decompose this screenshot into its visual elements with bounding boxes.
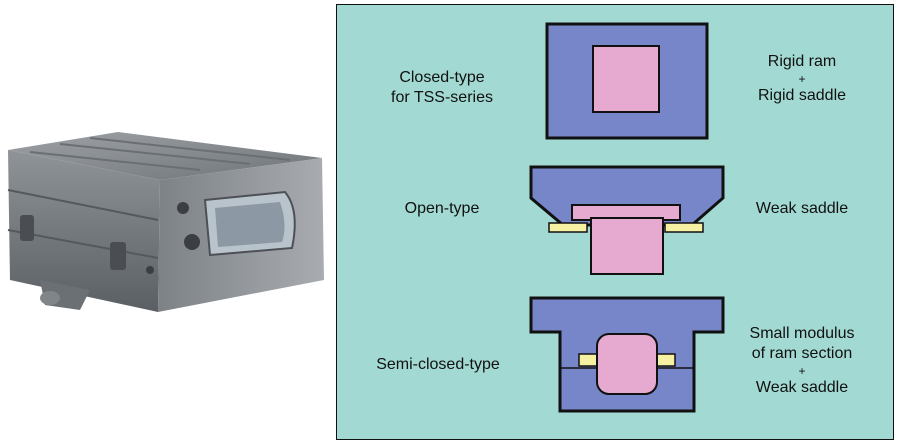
- open-ram-body: [590, 217, 664, 275]
- diagram-panel: Closed-type for TSS-series Rigid ram + R…: [336, 4, 894, 440]
- open-type-property: Weak saddle: [737, 199, 867, 219]
- semi-closed-property-line-1: Small modulus: [749, 325, 855, 342]
- open-type-section: [529, 165, 725, 275]
- open-gib-right: [664, 222, 704, 233]
- semi-closed-type-label: Semi-closed-type: [363, 355, 513, 375]
- semi-closed-type-label-line-1: Semi-closed-type: [376, 356, 500, 373]
- closed-type-label-line-1: Closed-type: [399, 69, 485, 86]
- semi-closed-property-line-2: of ram section: [751, 345, 853, 362]
- closed-ram-shape: [592, 45, 660, 113]
- semi-closed-property-line-3: +: [798, 364, 806, 378]
- closed-property-line-1: Rigid ram: [767, 53, 837, 70]
- semi-closed-type-section: [529, 296, 725, 413]
- closed-type-section: [545, 22, 709, 140]
- closed-property-line-2: +: [798, 72, 806, 86]
- open-type-label: Open-type: [377, 199, 507, 219]
- semi-closed-property-line-4: Weak saddle: [755, 379, 849, 396]
- closed-property-line-3: Rigid saddle: [757, 87, 847, 104]
- semi-closed-ram-shape: [596, 333, 658, 395]
- machine-casting-photo: [7, 132, 324, 312]
- cross-section-diagrams: [529, 22, 725, 413]
- closed-type-label: Closed-type for TSS-series: [377, 68, 507, 108]
- open-gib-left: [548, 222, 588, 233]
- closed-type-property: Rigid ram + Rigid saddle: [737, 52, 867, 106]
- semi-closed-type-property: Small modulus of ram section + Weak sadd…: [737, 324, 867, 398]
- closed-type-label-line-2: for TSS-series: [391, 89, 493, 106]
- open-property-line-1: Weak saddle: [755, 200, 849, 217]
- open-type-label-line-1: Open-type: [404, 200, 480, 217]
